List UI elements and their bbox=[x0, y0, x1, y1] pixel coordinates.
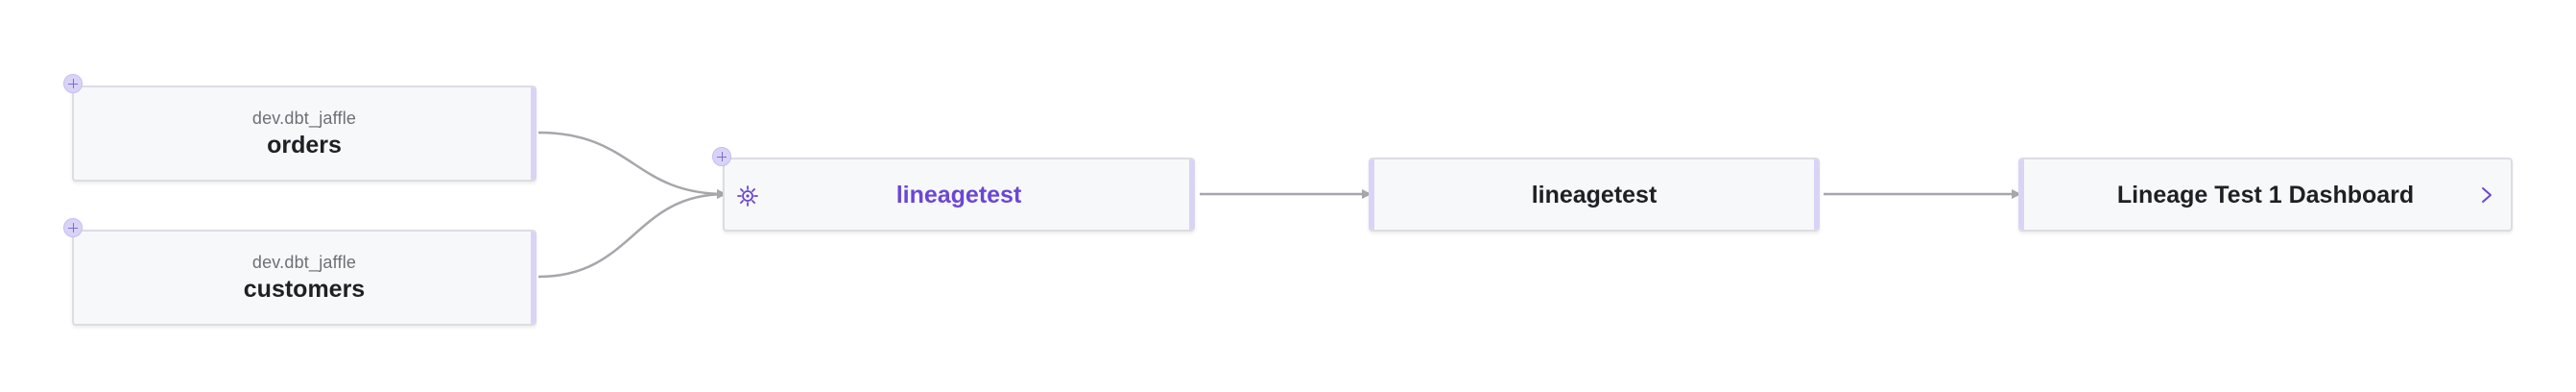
expand-upstream-lineagetest-plus-icon[interactable] bbox=[712, 147, 731, 166]
node-orders[interactable]: dev.dbt_jaffle orders bbox=[72, 86, 537, 182]
node-schema-label: dev.dbt_jaffle bbox=[251, 109, 357, 128]
node-title: lineagetest bbox=[1531, 182, 1658, 208]
expand-upstream-customers-plus-icon[interactable] bbox=[63, 218, 83, 237]
node-customers[interactable]: dev.dbt_jaffle customers bbox=[72, 230, 537, 326]
expand-upstream-orders-plus-icon[interactable] bbox=[63, 74, 83, 93]
node-left-handle bbox=[2018, 159, 2024, 230]
edge-orders-to-lineagetest bbox=[537, 131, 727, 199]
node-right-handle bbox=[1814, 159, 1820, 230]
node-lineagetest-model[interactable]: lineagetest bbox=[723, 158, 1195, 232]
node-title: Lineage Test 1 Dashboard bbox=[2116, 182, 2415, 208]
node-schema-label: dev.dbt_jaffle bbox=[251, 253, 357, 272]
node-dashboard[interactable]: Lineage Test 1 Dashboard bbox=[2018, 158, 2513, 232]
edge-customers-to-lineagetest bbox=[537, 189, 727, 279]
gear-icon bbox=[737, 185, 758, 207]
chevron-right-icon[interactable] bbox=[2476, 181, 2497, 209]
node-right-handle bbox=[531, 87, 537, 180]
node-lineagetest-exposure[interactable]: lineagetest bbox=[1369, 158, 1820, 232]
node-right-handle bbox=[1189, 159, 1195, 230]
node-title: customers bbox=[243, 276, 366, 303]
node-title: orders bbox=[267, 132, 342, 159]
node-title: lineagetest bbox=[895, 182, 1022, 208]
node-right-handle bbox=[531, 232, 537, 324]
node-left-handle bbox=[1369, 159, 1374, 230]
